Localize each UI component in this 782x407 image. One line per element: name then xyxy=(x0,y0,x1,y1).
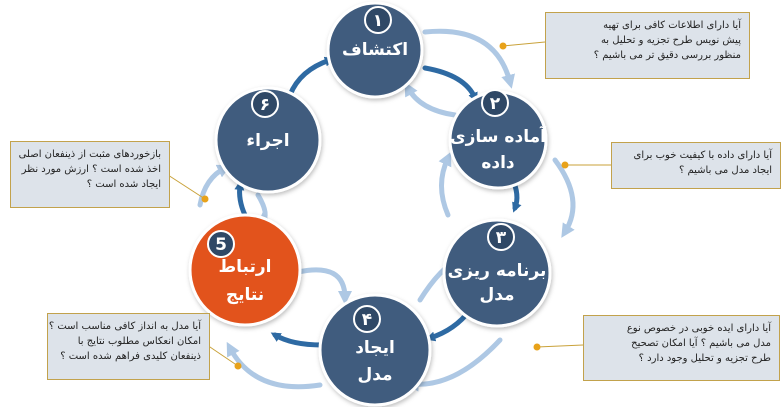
phase-number-badge xyxy=(481,89,509,117)
phase-label: مدل xyxy=(479,285,514,305)
phase-number-badge xyxy=(364,6,392,34)
ring-arrow-5-6 xyxy=(234,180,248,218)
note-line: آیا دارای ایده خوبی در خصوص نوع xyxy=(626,323,771,334)
note-line: بازخوردهای مثبت از ذینفعان اصلی xyxy=(18,149,161,160)
phase-circle xyxy=(214,86,322,194)
nodes: ۱ اکتشاف ۲ آماده سازی داده ۳ برنامه ریزی مدل ۴ ای… xyxy=(188,1,552,407)
phase-number-badge xyxy=(353,305,381,333)
phase-node-discovery: ۱ اکتشاف xyxy=(326,1,424,99)
note-line: اخذ شده است ؟ ارزش مورد نظر xyxy=(21,164,161,175)
phase-number: 5 xyxy=(215,235,227,255)
phase-number: ۲ xyxy=(490,94,501,114)
phase-number: ۶ xyxy=(260,95,270,115)
note-line: آیا مدل به انداز کافی مناسب است ؟ xyxy=(48,321,201,332)
phase-circle xyxy=(326,1,424,99)
note-model-planning: آیا دارای ایده خوبی در خصوص نوع مدل می ب… xyxy=(583,315,780,381)
note-line: ایجاد شده است ؟ xyxy=(86,179,161,190)
loop-arrow-3-4 xyxy=(405,337,503,392)
loop-arrow-2-1 xyxy=(404,81,458,118)
phase-number-badge xyxy=(487,223,515,251)
phase-label: برنامه ریزی xyxy=(448,261,547,281)
note-line: ایجاد مدل می باشیم ؟ xyxy=(679,165,772,176)
loop-arrow-4-5 xyxy=(226,341,323,390)
note-operationalize: بازخوردهای مثبت از ذینفعان اصلی اخذ شده … xyxy=(10,141,170,208)
ring-arrow-6-1 xyxy=(287,56,335,98)
phase-label: ایجاد xyxy=(355,338,395,358)
phase-circle xyxy=(442,218,552,328)
note-model-building: آیا مدل به انداز کافی مناسب است ؟ امکان … xyxy=(47,313,210,380)
note-line: پیش نویس طرح تجزیه و تحلیل به xyxy=(600,35,741,46)
ring-arrow-4-5 xyxy=(270,332,325,348)
light-arrows xyxy=(197,28,576,392)
phase-number: ۴ xyxy=(362,310,372,330)
phase-node-data-prep: ۲ آماده سازی داده xyxy=(448,89,548,190)
loop-arrow-1-2 xyxy=(422,28,515,89)
note-line: ذینفعان کلیدی فراهم شده است ؟ xyxy=(60,351,201,362)
loop-arrow-2-3 xyxy=(552,157,576,238)
phase-label: مدل xyxy=(357,365,392,385)
note-line: مدل می باشیم ؟ آیا امکان تصحیح xyxy=(631,338,771,349)
phase-node-operationalize: ۶ اجراء xyxy=(214,86,322,194)
phase-circle xyxy=(318,293,432,407)
phase-label: اجراء xyxy=(246,131,289,151)
note-line: آیا دارای داده با کیفیت خوب برای xyxy=(633,150,772,161)
phase-number-badge xyxy=(251,90,279,118)
phase-label: ارتباط xyxy=(219,257,272,277)
note-line: طرح تجزیه و تحلیل وجود دارد ؟ xyxy=(638,353,771,364)
phase-node-model-planning: ۳ برنامه ریزی مدل xyxy=(442,218,552,328)
note-line: آیا دارای اطلاعات کافی برای تهیه xyxy=(603,20,741,31)
note-discovery: آیا دارای اطلاعات کافی برای تهیه پیش نوی… xyxy=(545,12,750,79)
note-line: منظور بررسی دقیق تر می باشیم ؟ xyxy=(593,50,741,61)
phase-number: ۱ xyxy=(373,11,383,31)
phase-number: ۳ xyxy=(496,228,507,248)
phase-label: داده xyxy=(481,153,515,173)
phase-label: آماده سازی xyxy=(450,125,547,147)
loop-arrow-5-6 xyxy=(197,164,232,208)
note-data-prep: آیا دارای داده با کیفیت خوب برای ایجاد م… xyxy=(611,142,781,189)
ring-arrow-1-2 xyxy=(422,65,478,103)
callout-connectors xyxy=(167,41,611,370)
phase-number-badge xyxy=(207,230,235,258)
phase-label: نتایج xyxy=(226,285,264,305)
loop-arrow-5-4 xyxy=(295,267,352,305)
note-line: امکان انعکاس مطلوب نتایج با xyxy=(77,336,201,347)
phase-label: اکتشاف xyxy=(342,40,408,60)
phase-node-model-building: ۴ ایجاد مدل xyxy=(318,293,432,407)
loop-arrow-3-2 xyxy=(438,151,452,218)
